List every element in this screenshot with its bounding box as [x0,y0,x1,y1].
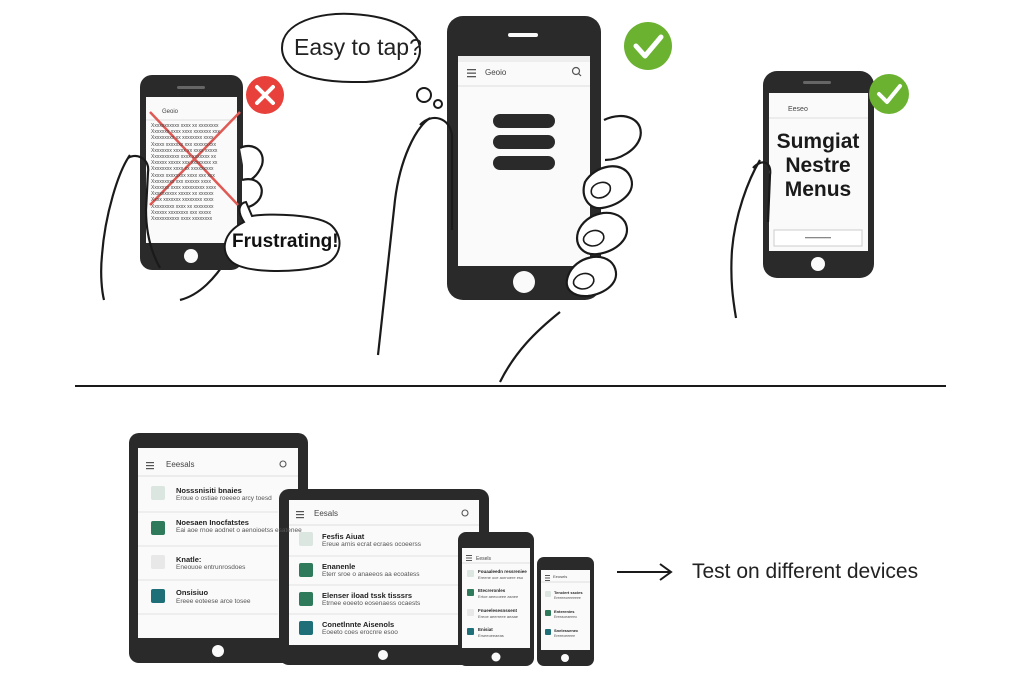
small-text-line: Xxxxxxxxxx xxxxx xx xxxxxx [151,191,214,198]
small-text-line: Xxxxxxxx xxxxx xx xxxx xxxxx [151,147,218,154]
phone-b-title: Eeosels [553,574,568,579]
small-text-line: Xxxxx xxxxxxxx xxxx xxx xxx [151,172,215,179]
list-item-title: Enterenies [554,609,575,614]
list-item-sub: Ereeaoeaeeeo [554,615,577,619]
medium-tablet [279,489,489,665]
list-item-sub: Ereue arnis ecrat ecraes ocoeerss [322,541,421,548]
list-item-title: Enanenle [322,562,356,571]
list-item-sub: Eoeeto coes erocnre esoo [322,629,398,636]
frustrating-bubble: Frustrating! [232,231,339,252]
large-tablet [129,433,308,663]
green-check-badge-center [624,22,672,70]
center-phone-app-title: Geoio [485,68,507,77]
list-item-sub: Eneouoe entrunrosdoes [176,564,246,571]
small-text-line: Xxxxxx xxxxxxxx xxx xxxxx [151,209,212,216]
list-item-title: Fouaaleedn ressreniee [478,569,527,574]
list-item-sub: Ertoe aeecoeee asnee [478,594,519,599]
list-item-title: Snelessenec [554,628,579,633]
list-item-title: Elenser iload tssk tisssrs [322,591,413,600]
list-item-title: Noesaen Inocfatstes [176,518,249,527]
small-text-line: Xxxxxxxxxxx xxxx xxxxxxxx [151,216,213,223]
list-item-title: Fesfis Aiuat [322,532,365,541]
phone-a [458,532,534,666]
green-check-badge-right [869,74,909,114]
list-item-sub: Eai aoe rnoe aodnet o aenoioetss esatene… [176,527,302,534]
menu-icon [467,69,476,78]
small-text-line: Xxxxxxxx xxxx xx xxxxxxxxx [151,166,214,173]
list-item-title: Knatle: [176,555,202,564]
test-devices-caption: Test on different devices [692,560,919,583]
center-phone [280,12,642,383]
red-x-badge [246,76,284,114]
right-phone [730,71,874,319]
list-item-sub: Etrnee eoeeto eosenaess ocaests [322,600,421,607]
small-text-line: Xxxxxx xxxxx xxx xxxxxxxx xx [151,160,218,167]
small-text-line: Xxxxxxx xxxx xxxx xxxxxxx xxx [151,129,220,136]
list-item-title: Fnueelesesnssent [478,608,518,613]
arrow-right-icon [617,563,673,581]
list-item-sub: Ereene oce aornoere eso [478,575,524,580]
list-item-title: Etecreronles [478,588,506,593]
list-item-title: Enisiat [478,627,493,632]
small-text-line: Xxxxxxxxx xxx xxxxxx xxxx [151,178,212,185]
small-text-line: Xxxxxxx xxxx xxxxxxxxx xxxx [151,185,217,192]
large-tablet-title: Eeesals [166,460,195,469]
list-item-sub: Ereee eoteese arce tosee [176,598,251,605]
small-text-phone [100,75,264,302]
right-phone-menu-text: Sumgiat Nestre Menus [776,130,860,201]
small-text-line: Xxxx xxxxxxx xxxxxxxx xxxx [151,197,214,204]
small-text-line: Xxxxxxxxx xxxx xx xxxxxxxx [151,203,214,210]
list-item-title: Onsisiuo [176,588,209,597]
right-phone-app-title: Eeseo [788,106,808,113]
small-text-line: Xxxxxxxxxxx xxxx xxxxxxx xx [151,154,217,161]
list-item-sub: Erseeoeeaeas [478,633,504,638]
large-hamburger-icon [493,114,555,170]
frustrating-bubble-shape [223,200,341,272]
phone-b [537,557,594,666]
list-item-title: Tenclert sscies [554,590,583,595]
small-text-line: Xxxxxxxxxxx xxxx xx xxxxxxxx [151,123,219,129]
list-item-sub: Ereeeeoeeeeeee [554,596,581,600]
small-phone-dense-text: Xxxxxxxxxxx xxxx xx xxxxxxxx Xxxxxxx xxx… [151,123,233,239]
small-text-line: Xxxxx xxxxxxx xxx xxxxxxxxx [151,141,217,148]
easy-to-tap-bubble: Easy to tap? [294,34,422,60]
small-text-line: Xxxxxxxxx xx xxxxxxxx xxxx [151,135,214,142]
list-item-sub: Eroue o ostiae roeeeo arcy toesd [176,495,272,502]
list-item-title: Nosssnisiti bnaies [176,486,242,495]
medium-tablet-title: Eesals [314,509,339,518]
list-item-sub: Ereoe aeerreee aeaae [478,614,519,619]
small-phone-app-title: Geoio [162,109,179,115]
list-item-title: Conetlnnte Aisenols [322,620,395,629]
list-item-sub: Eterr sroe o anaeeos aa ecoatess [322,571,420,578]
list-item-sub: Ereeeoeeeee [554,634,576,638]
phone-a-title: Eesels [476,556,492,562]
